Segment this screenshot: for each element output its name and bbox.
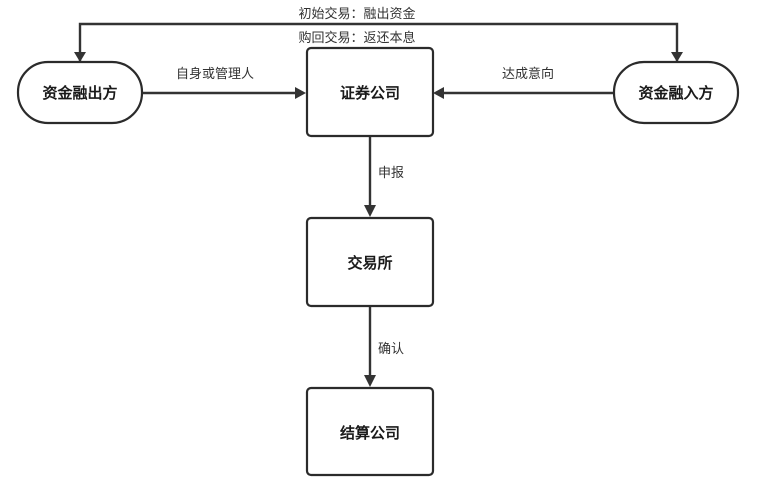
node-exchange-label: 交易所	[347, 254, 392, 272]
top-connector-arrow-right	[671, 52, 683, 62]
node-clearing-company: 结算公司	[305, 386, 435, 477]
node-exchange: 交易所	[305, 216, 435, 308]
arrow-borrower-to-securities	[433, 87, 444, 99]
node-clearing-company-label: 结算公司	[340, 424, 400, 442]
arrow-securities-to-exchange	[364, 205, 376, 217]
edge-label-repurchase-trade: 购回交易：返还本息	[298, 30, 415, 46]
edge-label-borrower-to-securities: 达成意向	[502, 66, 554, 82]
top-connector-line	[78, 22, 679, 62]
node-securities-company-label: 证券公司	[340, 84, 400, 102]
edge-label-exchange-to-clearing: 确认	[378, 342, 404, 357]
edge-label-funder-to-securities: 自身或管理人	[176, 66, 254, 82]
node-borrower: 资金融入方	[612, 60, 740, 125]
edge-label-initial-trade: 初始交易：融出资金	[298, 6, 415, 22]
node-funder: 资金融出方	[16, 60, 144, 125]
node-borrower-label: 资金融入方	[638, 84, 713, 102]
top-connector-arrow-left	[74, 52, 86, 62]
node-funder-label: 资金融出方	[42, 84, 117, 102]
arrow-exchange-to-clearing	[364, 375, 376, 387]
edge-label-securities-to-exchange: 申报	[378, 166, 404, 181]
arrow-funder-to-securities	[295, 87, 306, 99]
node-securities-company: 证券公司	[305, 46, 435, 138]
